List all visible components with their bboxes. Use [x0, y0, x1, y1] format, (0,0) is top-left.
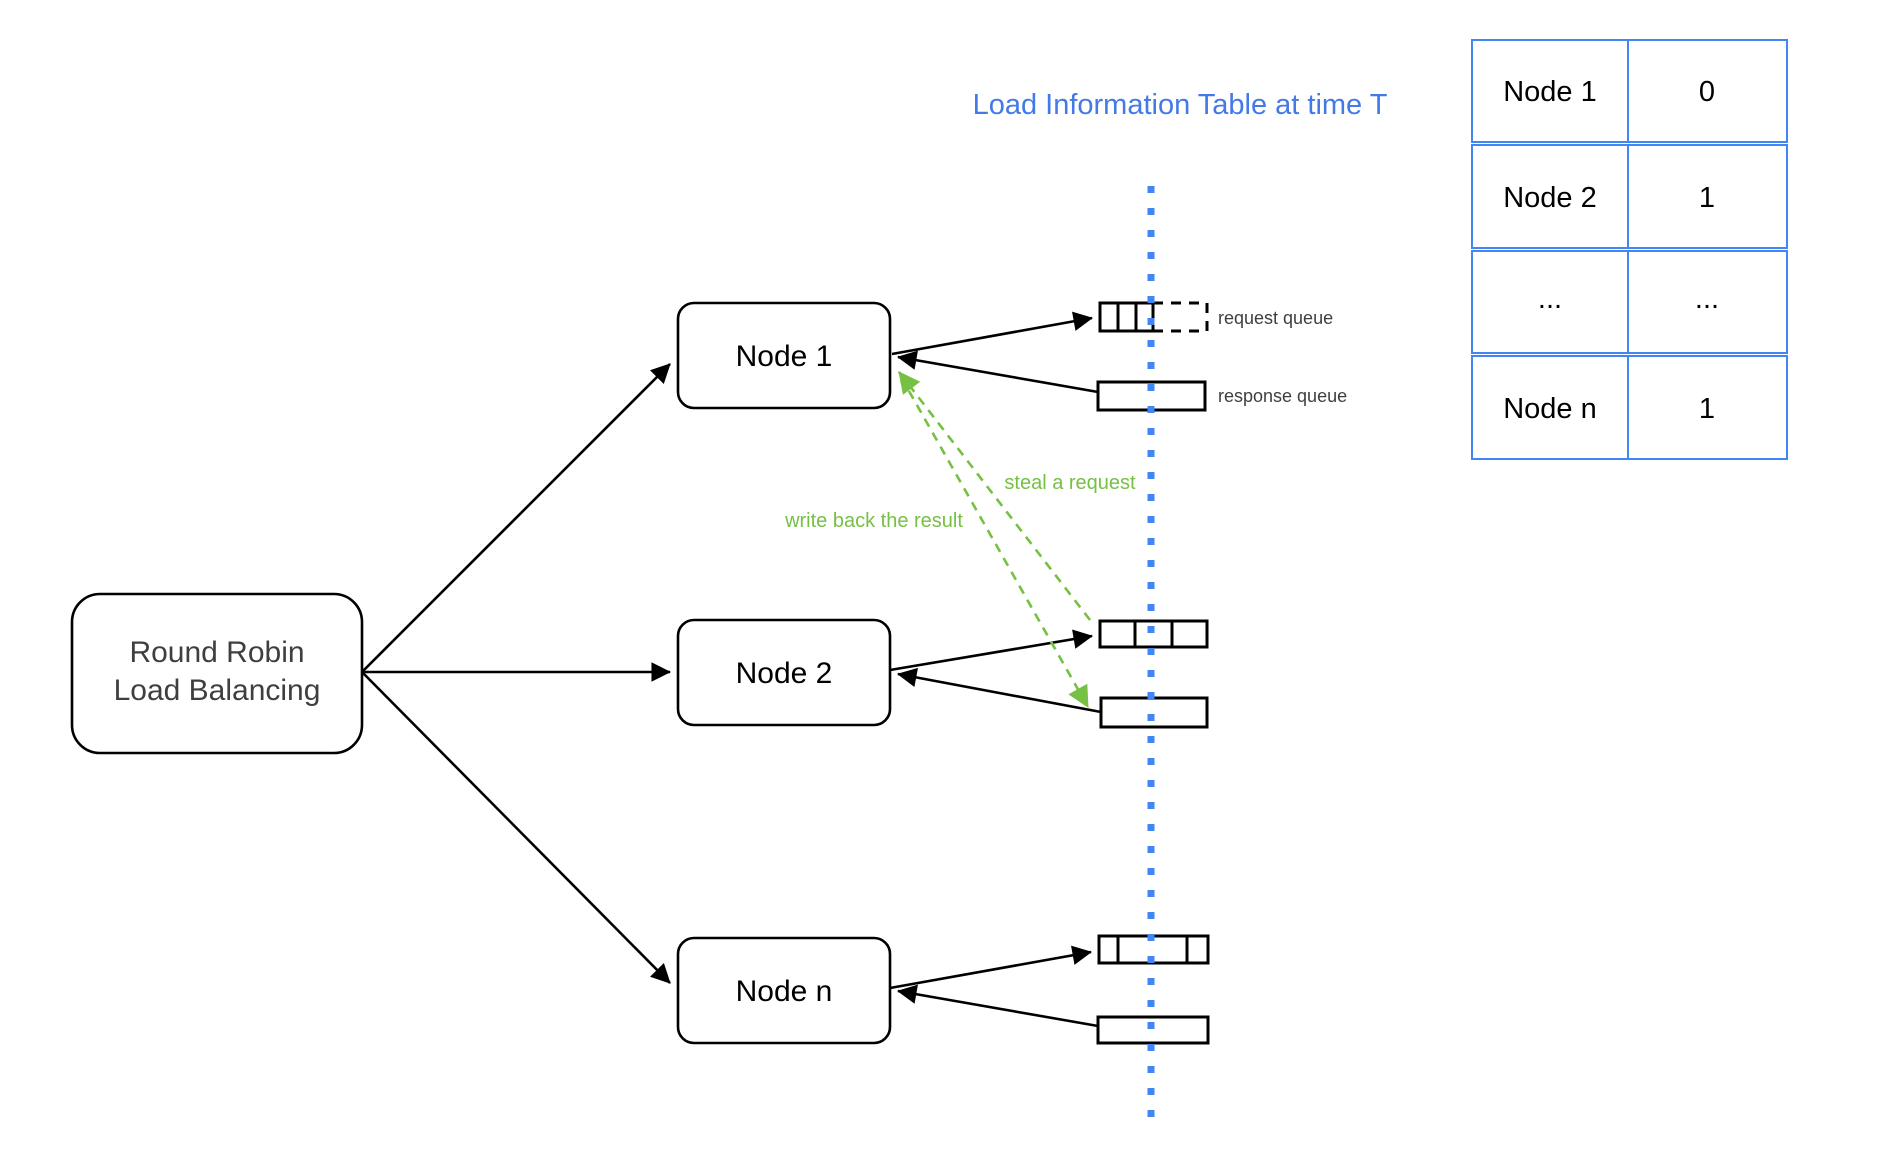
node-2-queues [889, 619, 1209, 729]
node-1-queues: request queue response queue [891, 301, 1347, 412]
noden-response-queue [1096, 1015, 1210, 1045]
node-n-label: Node n [736, 975, 833, 1008]
steal-request-label: steal a request [1004, 472, 1136, 494]
table-cell-node: ... [1538, 283, 1562, 315]
node-n-queues [889, 934, 1210, 1045]
arrow-balancer-to-noden [361, 671, 671, 984]
node-1-shape [676, 301, 892, 410]
table-cell-load: ... [1695, 283, 1719, 315]
table-cell-shape [1471, 250, 1629, 354]
arrow-write-back-result [899, 376, 1090, 708]
node2-response-queue [1099, 696, 1209, 729]
table-cell-load: 1 [1699, 182, 1715, 214]
table-row: ... ... [1471, 250, 1788, 354]
arrow-node1-to-request-queue [891, 311, 1093, 356]
table-cell-load: 1 [1699, 393, 1715, 425]
arrow-steal-request [897, 371, 1092, 621]
arrow-response-queue-to-node2 [897, 667, 1102, 714]
arrow-noden-to-request-queue [889, 945, 1092, 990]
node-1-box: Node 1 [676, 301, 892, 410]
arrow-balancer-to-node1 [361, 363, 671, 673]
node-2-box: Node 2 [676, 618, 892, 727]
node-2-label: Node 2 [736, 657, 833, 690]
table-cell-shape [1471, 39, 1629, 143]
node1-request-queue-dashed-extension [1151, 301, 1209, 333]
table-cell-node: Node 2 [1503, 182, 1597, 214]
balancer-to-node-arrows [361, 363, 671, 984]
node-n-shape [676, 936, 892, 1045]
table-cell-shape [1471, 355, 1629, 460]
table-cell-shape [1627, 39, 1788, 143]
table-row: Node n 1 [1471, 355, 1788, 460]
node-n-box: Node n [676, 936, 892, 1045]
request-queue-label: request queue [1218, 308, 1333, 328]
load-balancer-label-line2: Load Balancing [114, 674, 321, 707]
load-balancer-label-line1: Round Robin [129, 636, 304, 669]
load-balancer-box: Round Robin Load Balancing [70, 592, 364, 755]
diagram-title: Load Information Table at time T [973, 89, 1388, 121]
response-queue-label: response queue [1218, 386, 1347, 406]
table-cell-shape [1627, 355, 1788, 460]
table-cell-shape [1471, 144, 1629, 249]
table-cell-load: 0 [1699, 76, 1715, 108]
node-2-shape [676, 618, 892, 727]
table-cell-shape [1627, 144, 1788, 249]
work-stealing-annotations: steal a request write back the result [784, 371, 1136, 708]
table-cell-shape [1627, 250, 1788, 354]
arrow-response-queue-to-node1 [897, 350, 1099, 394]
node2-request-queue [1098, 619, 1209, 649]
node-1-label: Node 1 [736, 340, 833, 373]
node1-request-queue [1098, 301, 1155, 333]
table-cell-node: Node 1 [1503, 76, 1597, 108]
load-information-table: Node 1 0 Node 2 1 ... ... Node n 1 [1471, 39, 1788, 460]
arrow-response-queue-to-noden [897, 984, 1099, 1028]
write-back-label: write back the result [784, 510, 963, 532]
table-cell-node: Node n [1503, 393, 1597, 425]
table-row: Node 1 0 [1471, 39, 1788, 143]
table-row: Node 2 1 [1471, 144, 1788, 249]
arrow-node2-to-request-queue [889, 629, 1093, 672]
